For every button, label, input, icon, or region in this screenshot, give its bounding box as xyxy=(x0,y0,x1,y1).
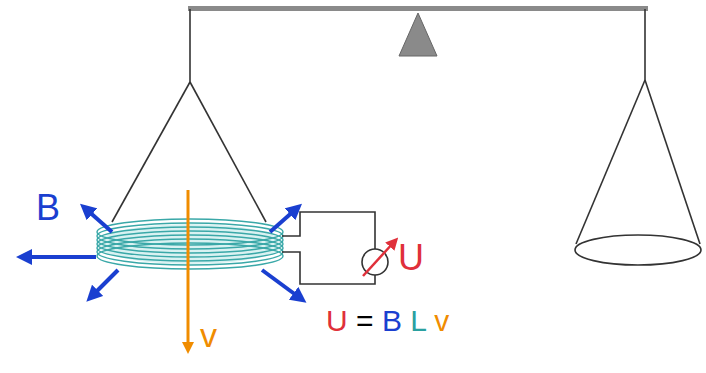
field-symbol: B xyxy=(36,190,60,226)
right-pan xyxy=(575,9,701,265)
formula: U = B L v xyxy=(326,306,449,336)
meter-needle xyxy=(363,242,394,276)
fulcrum xyxy=(399,13,437,56)
coil-winding xyxy=(97,243,283,269)
coil-body xyxy=(97,224,283,264)
field-arrows xyxy=(24,209,300,298)
voltage-symbol: U xyxy=(398,240,424,276)
balance-beam xyxy=(188,6,648,11)
coil xyxy=(97,219,283,269)
wires xyxy=(282,212,388,284)
velocity-symbol: v xyxy=(200,318,217,352)
velocity-arrow xyxy=(187,190,190,348)
